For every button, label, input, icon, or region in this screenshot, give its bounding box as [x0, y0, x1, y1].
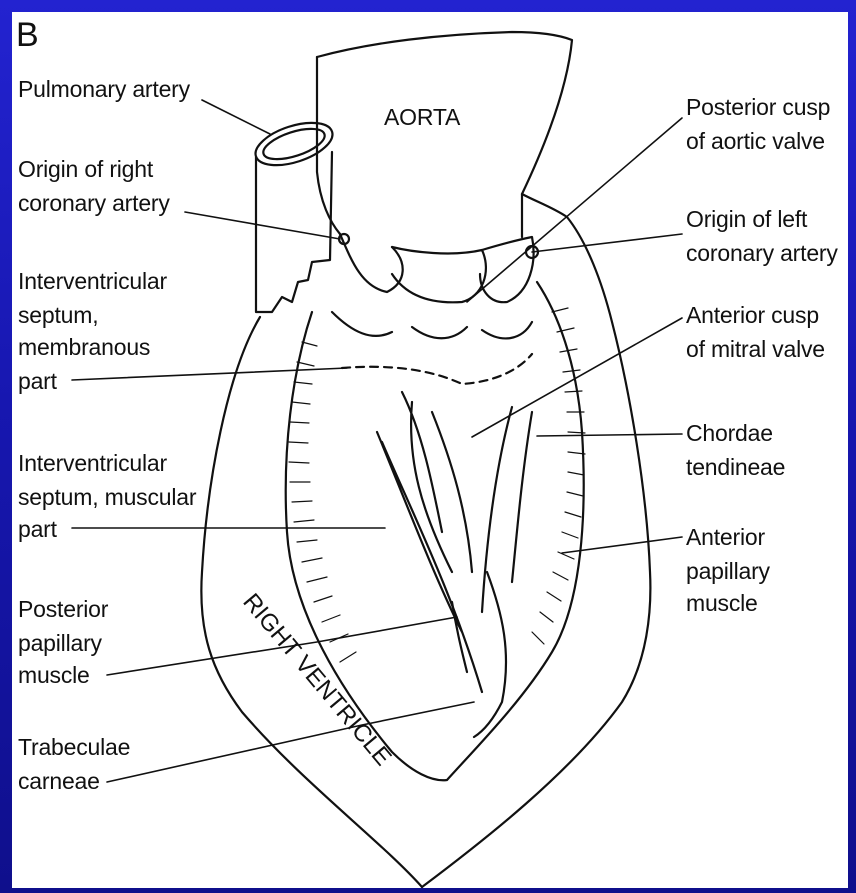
- heart-outline: [201, 317, 422, 887]
- panel-letter: B: [16, 18, 38, 52]
- label-trabeculae-line1: Trabeculae: [18, 734, 130, 761]
- label-membranous-septum-line4: part: [18, 368, 57, 395]
- label-membranous-septum-line1: Interventricular: [18, 268, 167, 295]
- chordae-tendineae: [377, 392, 532, 692]
- label-origin-left-coronary-line2: coronary artery: [686, 240, 838, 267]
- label-trabeculae-line2: carneae: [18, 768, 100, 795]
- label-muscular-septum-line3: part: [18, 516, 57, 543]
- aorta-left-side: [317, 57, 340, 234]
- label-anterior-papillary-line1: Anterior: [686, 524, 765, 551]
- aortic-cusp-left: [480, 237, 534, 302]
- aorta-label: AORTA: [384, 104, 460, 131]
- label-pulmonary-artery: Pulmonary artery: [18, 76, 190, 103]
- heart-outline-right: [422, 194, 650, 887]
- diagram-panel: RIGHT VENTRICLE B AORTA Pulmonary artery…: [12, 12, 848, 888]
- right-ventricle-label: RIGHT VENTRICLE: [237, 589, 396, 772]
- label-posterior-cusp-line1: Posterior cusp: [686, 94, 830, 121]
- label-muscular-septum-line1: Interventricular: [18, 450, 167, 477]
- label-chordae-line2: tendineae: [686, 454, 785, 481]
- label-posterior-papillary-line2: papillary: [18, 630, 102, 657]
- anterior-papillary: [474, 572, 506, 737]
- label-origin-left-coronary-line1: Origin of left: [686, 206, 807, 233]
- pulmonary-artery-opening: [250, 115, 337, 174]
- label-membranous-septum-line3: membranous: [18, 334, 150, 361]
- label-anterior-papillary-line2: papillary: [686, 558, 770, 585]
- aorta-outline: [317, 32, 572, 237]
- label-posterior-papillary-line3: muscle: [18, 662, 90, 689]
- membranous-septum: [342, 354, 532, 384]
- label-chordae-line1: Chordae: [686, 420, 773, 447]
- label-muscular-septum-line2: septum, muscular: [18, 484, 196, 511]
- label-posterior-papillary-line1: Posterior: [18, 596, 108, 623]
- label-membranous-septum-line2: septum,: [18, 302, 98, 329]
- label-anterior-papillary-line3: muscle: [686, 590, 758, 617]
- aortic-cusp-right: [340, 234, 403, 292]
- label-origin-right-coronary-line2: coronary artery: [18, 190, 170, 217]
- label-posterior-cusp-line2: of aortic valve: [686, 128, 825, 155]
- label-anterior-cusp-line2: of mitral valve: [686, 336, 825, 363]
- aortic-cusp-posterior: [392, 247, 486, 302]
- label-anterior-cusp-line1: Anterior cusp: [686, 302, 819, 329]
- label-origin-right-coronary-line1: Origin of right: [18, 156, 153, 183]
